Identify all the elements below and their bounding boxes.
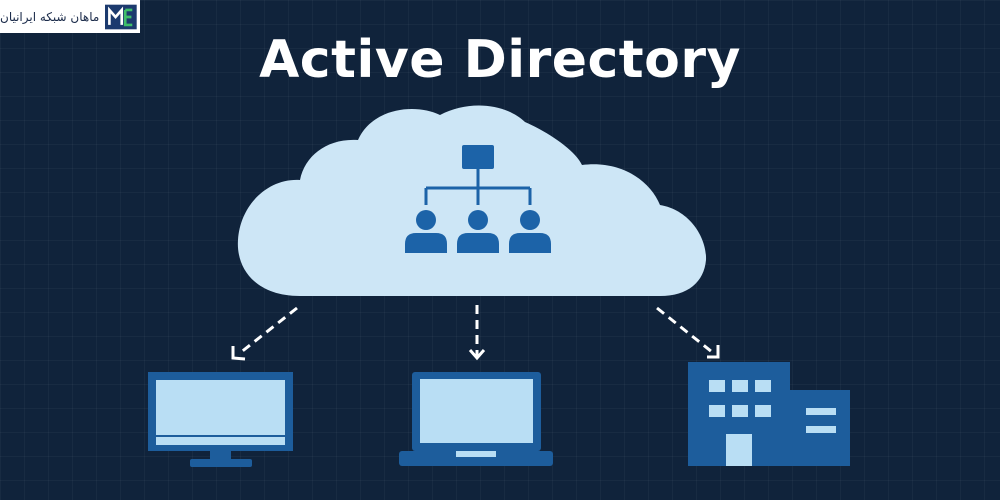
desktop-monitor-icon <box>148 372 293 467</box>
laptop-icon <box>399 372 553 466</box>
office-building-icon <box>688 362 850 466</box>
dashed-arrow-icon <box>656 306 720 359</box>
person-icon <box>457 210 499 253</box>
org-hierarchy-icon <box>405 145 551 253</box>
dashed-arrow-icon <box>468 305 486 361</box>
watermark-brand-text: ماهان شبکه ایرانیان <box>0 9 100 24</box>
person-icon <box>405 210 447 253</box>
watermark: ماهان شبکه ایرانیان <box>0 0 140 33</box>
page-title: Active Directory <box>259 30 741 90</box>
hierarchy-root-node <box>462 145 494 169</box>
mahan-network-logo-icon <box>105 4 137 29</box>
cloud-icon <box>237 105 707 296</box>
dashed-arrow-icon <box>231 306 298 361</box>
person-icon <box>509 210 551 253</box>
